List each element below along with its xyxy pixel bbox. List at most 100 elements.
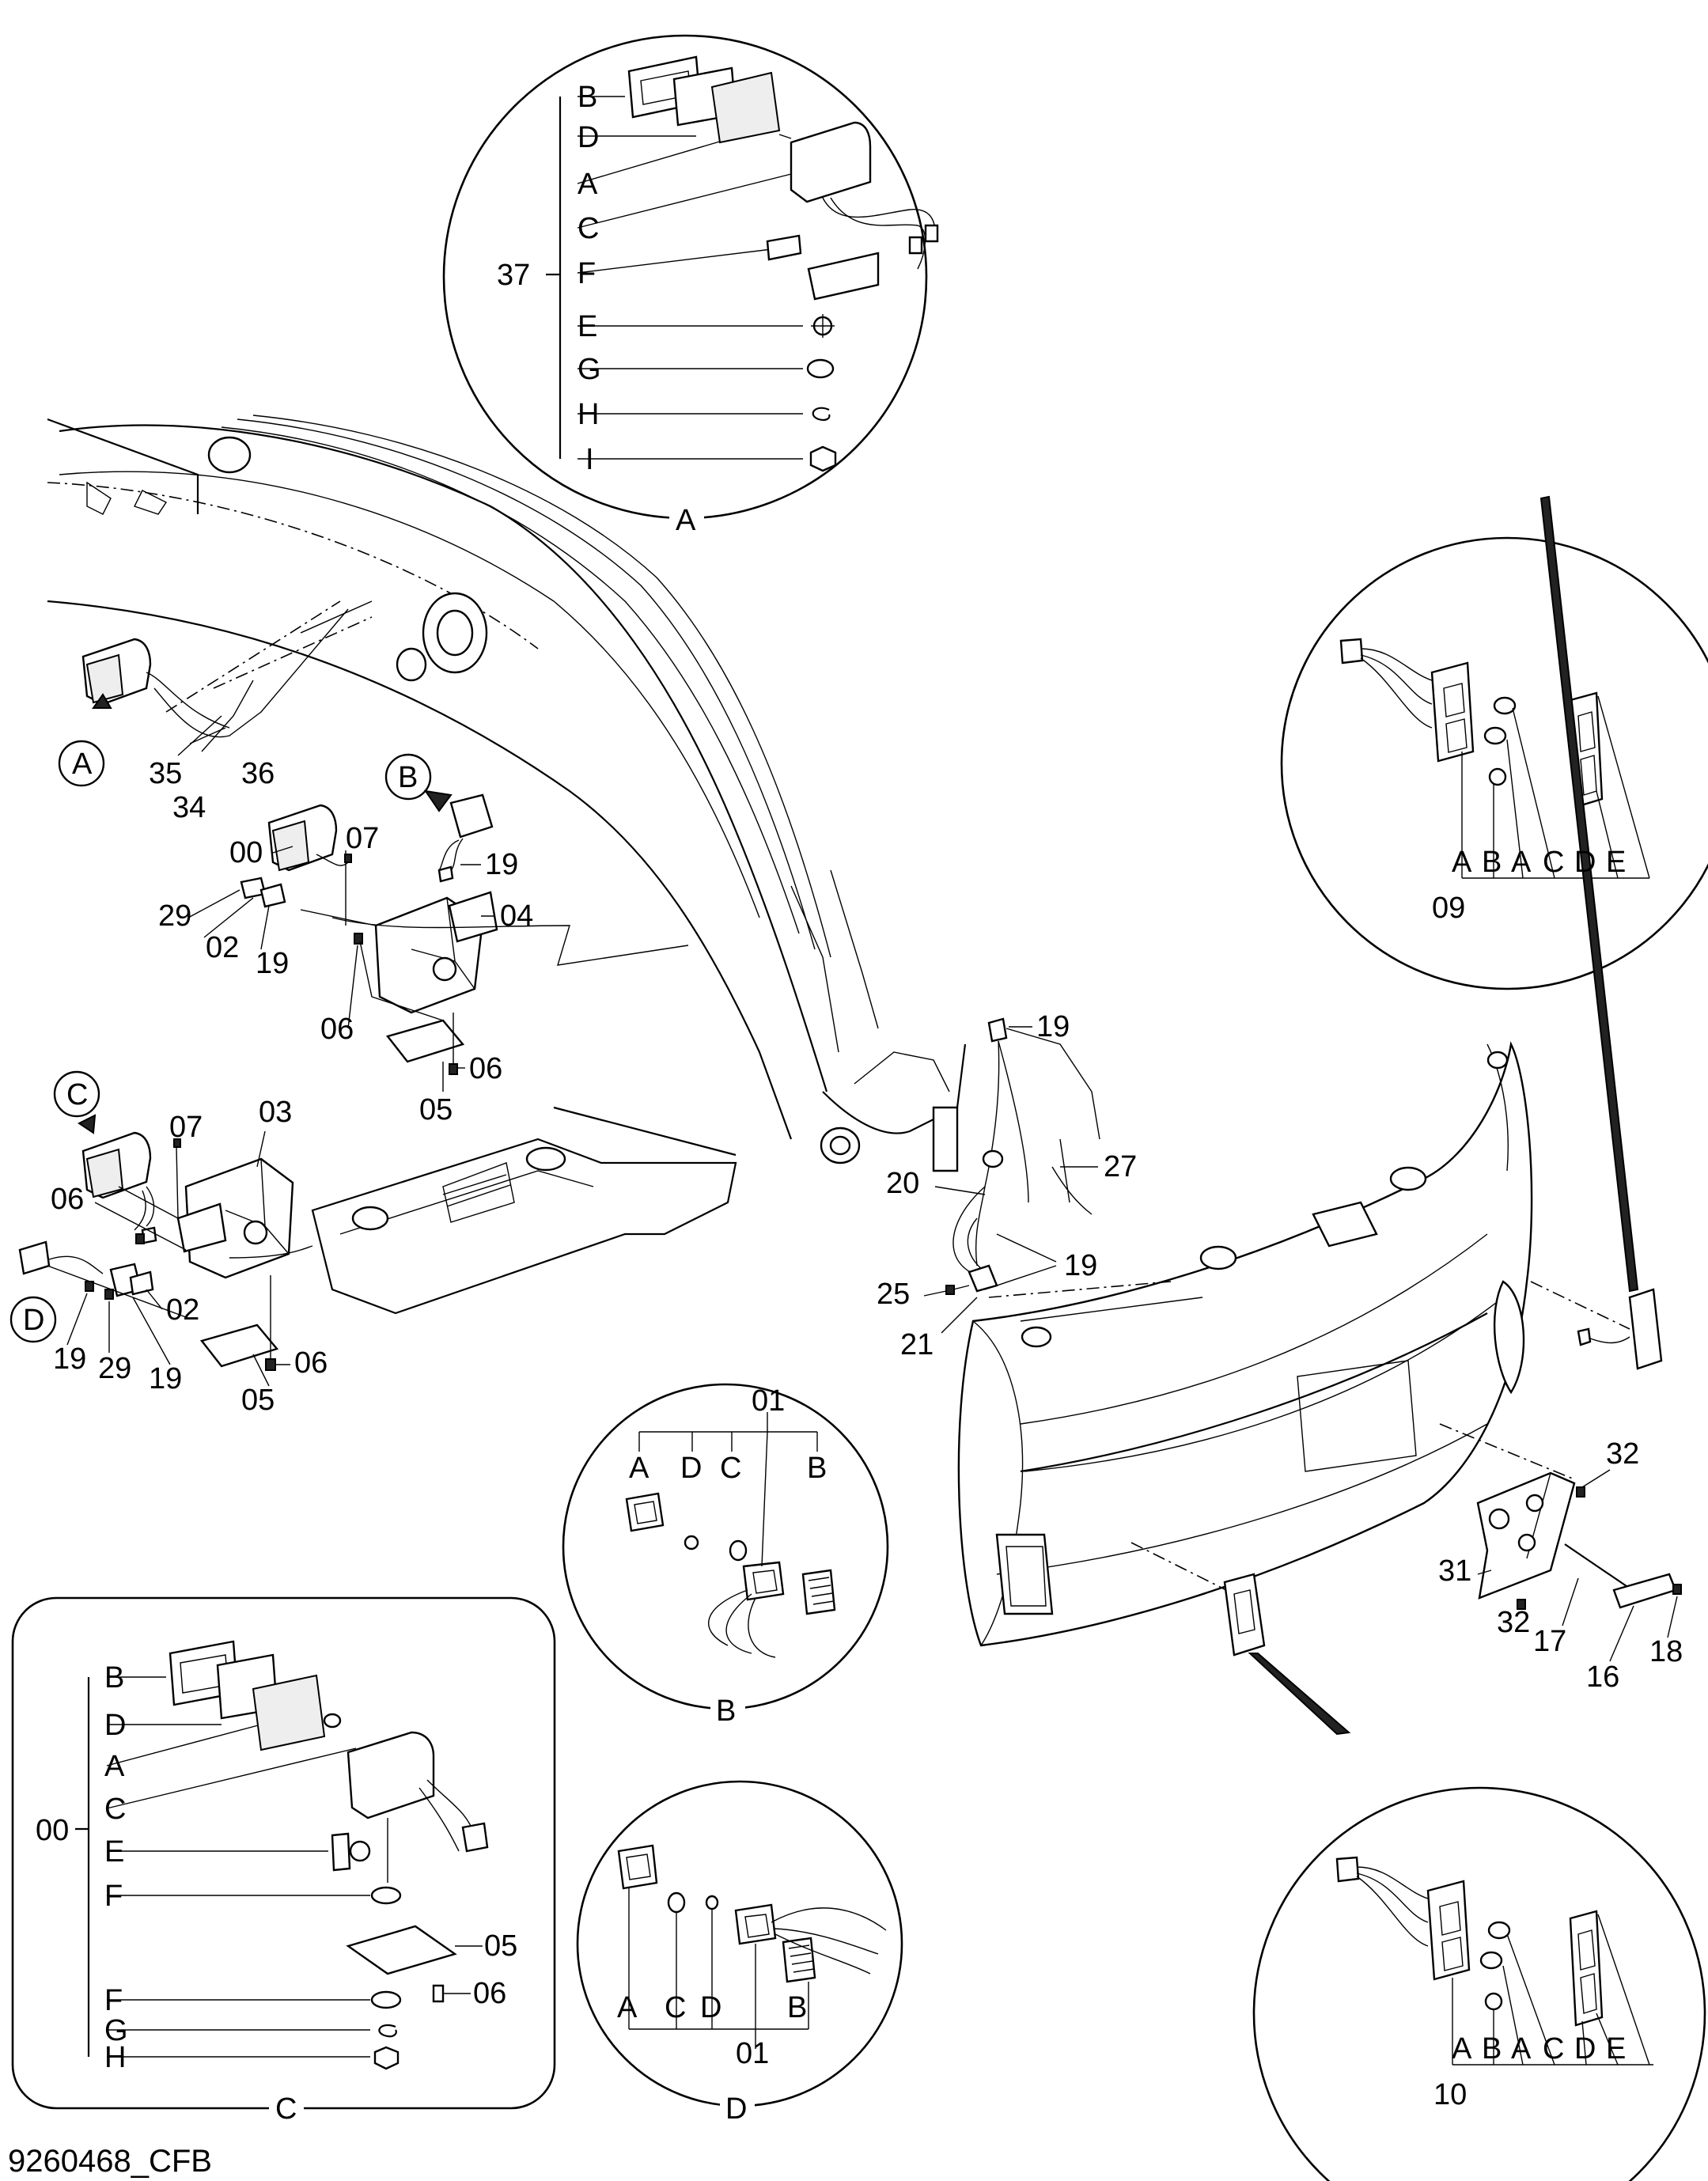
detail-a-letter: C <box>578 212 599 245</box>
part-label: 06 <box>294 1346 328 1380</box>
detail-c-subpart: 05 <box>484 1929 517 1963</box>
part-label: 25 <box>877 1278 910 1311</box>
part-label: 16 <box>1586 1660 1619 1694</box>
part-label: 07 <box>346 822 379 855</box>
view-callout-b: B <box>398 761 418 794</box>
detail-d-circle <box>576 1780 903 2107</box>
part-label: 20 <box>886 1167 919 1200</box>
detail-a-letter: F <box>578 257 596 290</box>
detail-09-letter: A <box>1452 846 1472 879</box>
part-label: 02 <box>166 1293 199 1327</box>
detail-09-letter: D <box>1574 846 1596 879</box>
detail-b-letter: C <box>720 1452 741 1485</box>
detail-a-letter: A <box>578 168 598 201</box>
part-label: 36 <box>241 757 275 790</box>
detail-c-letter: E <box>104 1835 124 1869</box>
detail-c-box <box>11 1596 556 2110</box>
bracket-04 <box>300 850 498 1075</box>
part-label: 17 <box>1533 1625 1566 1658</box>
detail-a-letter: D <box>578 121 599 154</box>
work-lamp-00 <box>240 804 349 908</box>
detail-a-letter: B <box>578 81 597 114</box>
detail-b-circle <box>562 1383 889 1710</box>
part-label: 18 <box>1649 1635 1683 1668</box>
detail-10-circle <box>1252 1786 1706 2181</box>
part-label: 34 <box>172 791 206 824</box>
detail-a-letter: I <box>585 443 594 476</box>
detail-09-letter: E <box>1606 846 1626 879</box>
detail-c-callout: C <box>275 2092 297 2126</box>
washer-G <box>806 358 835 379</box>
view-callout-a: A <box>72 748 93 781</box>
detail-a-circle <box>442 34 939 520</box>
part-label: 19 <box>53 1342 86 1376</box>
part-label: 32 <box>1497 1606 1530 1639</box>
part-label: 07 <box>169 1111 203 1144</box>
work-lamp-B <box>384 753 494 883</box>
detail-b-callout: B <box>716 1694 736 1728</box>
detail-a-letter: H <box>578 398 599 431</box>
side-lamp-10 <box>1130 1542 1351 1736</box>
work-lamp-A <box>58 638 230 787</box>
detail-d-letter: D <box>700 1991 721 2024</box>
work-lamp-C <box>53 1070 157 1244</box>
bracket-03 <box>118 1138 294 1371</box>
detail-09-assembly: 09 <box>1432 892 1465 925</box>
part-label: 32 <box>1606 1437 1639 1471</box>
washer-E <box>811 314 835 338</box>
detail-09-letter: A <box>1511 846 1532 879</box>
detail-c-letter: A <box>104 1750 125 1783</box>
detail-c-letter: F <box>104 1880 123 1913</box>
detail-10-letter: A <box>1511 2032 1532 2066</box>
lock-washer-H <box>812 407 831 421</box>
detail-10-letter: C <box>1543 2032 1564 2066</box>
side-lamp-09 <box>1530 495 1663 1370</box>
part-label: 27 <box>1104 1150 1137 1183</box>
part-label: 03 <box>259 1096 292 1129</box>
part-label: 19 <box>1036 1010 1070 1043</box>
detail-09-letter: B <box>1482 846 1502 879</box>
detail-c-subpart: 06 <box>473 1977 506 2010</box>
part-label: 05 <box>241 1384 275 1417</box>
detail-10-letter: E <box>1606 2032 1626 2066</box>
detail-b-assembly: 01 <box>752 1384 785 1418</box>
floor-plate <box>311 1106 737 1315</box>
counterweight <box>957 1041 1533 1647</box>
detail-d-letter: C <box>665 1991 686 2024</box>
detail-c-letter: D <box>104 1709 126 1742</box>
part-label: 35 <box>149 757 182 790</box>
part-label: 06 <box>320 1013 354 1046</box>
part-label: 19 <box>1064 1249 1097 1282</box>
plate-31 <box>1476 1471 1585 1610</box>
part-label: 21 <box>900 1328 934 1361</box>
wire-harness <box>945 1017 1172 1298</box>
part-label: 29 <box>98 1352 131 1385</box>
lamp-cover-A <box>710 71 781 144</box>
view-callout-c: C <box>66 1078 88 1111</box>
drawing-id: 9260468_CFB <box>8 2144 212 2179</box>
detail-c-letter: C <box>104 1793 126 1826</box>
detail-d-callout: D <box>725 2092 747 2126</box>
part-label: 19 <box>256 947 289 980</box>
detail-10-letter: D <box>1574 2032 1596 2066</box>
detail-10-letter: A <box>1452 2032 1472 2066</box>
detail-c-assembly: 00 <box>36 1814 69 1847</box>
detail-10-letter: B <box>1482 2032 1502 2066</box>
detail-a-assembly: 37 <box>497 259 530 292</box>
detail-c-letter: H <box>104 2041 126 2074</box>
view-callout-d: D <box>23 1304 44 1337</box>
reflector-16-17-18 <box>1439 1423 1682 1609</box>
part-label: 29 <box>158 899 191 933</box>
part-label: 19 <box>485 848 518 881</box>
detail-c-letter: G <box>104 2014 128 2047</box>
nut-I <box>809 445 837 472</box>
detail-d-letter: B <box>787 1991 807 2024</box>
misc-lines <box>153 600 689 1259</box>
bracket-F <box>766 234 880 301</box>
detail-b-letter: A <box>629 1452 649 1485</box>
part-label: 06 <box>51 1183 84 1216</box>
part-label: 05 <box>419 1093 453 1126</box>
part-label: 19 <box>149 1362 182 1395</box>
part-label: 02 <box>206 931 239 964</box>
detail-a-letter: E <box>578 310 597 343</box>
